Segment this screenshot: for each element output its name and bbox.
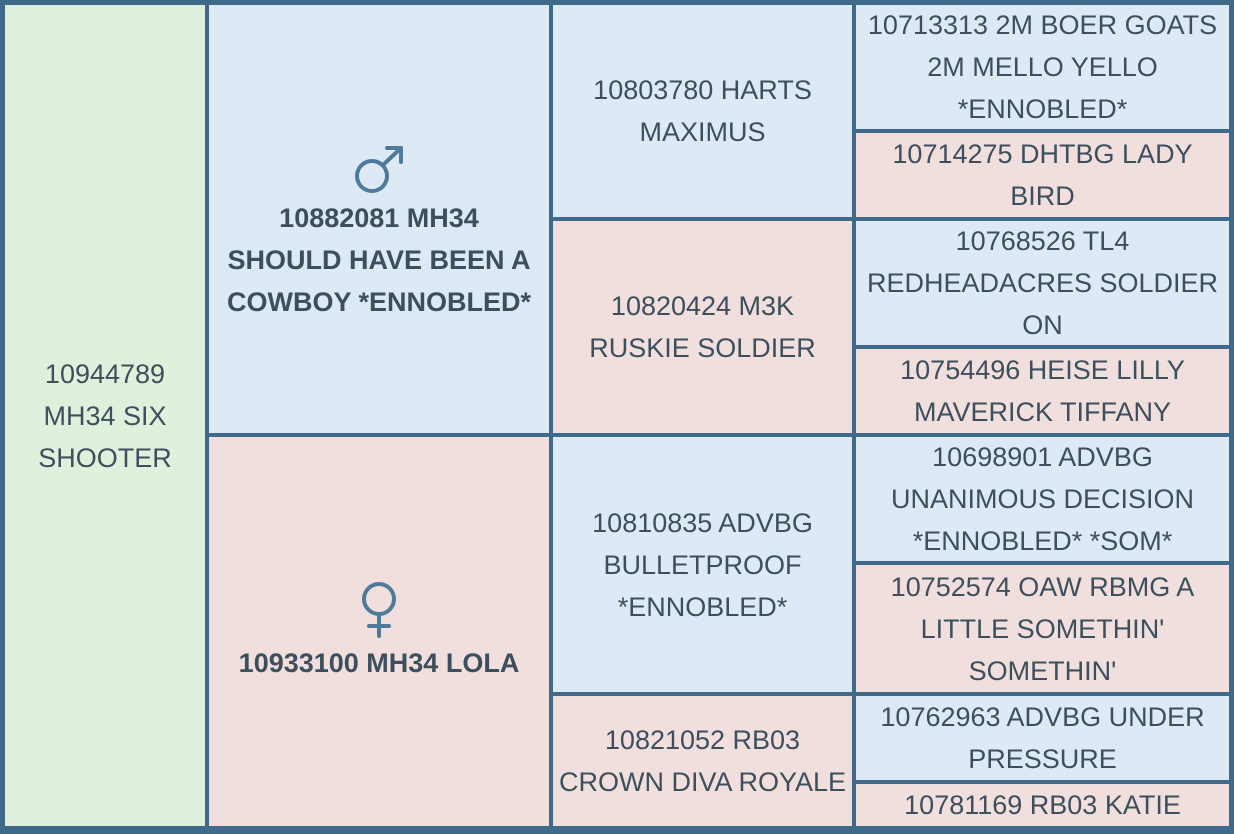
sire-dam-sire-name: 10768526 TL4 REDHEADACRES SOLDIER ON [866,226,1219,340]
sire-sire-sire-cell: 10713313 2M BOER GOATS 2M MELLO YELLO *E… [856,5,1229,129]
sire-dam-dam-cell: 10754496 HEISE LILLY MAVERICK TIFFANY [856,349,1229,433]
dam-sire-cell: 10810835 ADVBG BULLETPROOF *ENNOBLED* [553,437,852,692]
sire-sire-name: 10803780 HARTS MAXIMUS [593,75,812,147]
dam-sire-sire-cell: 10698901 ADVBG UNANIMOUS DECISION *ENNOB… [856,437,1229,561]
dam-dam-cell: 10821052 RB03 CROWN DIVA ROYALE [553,696,852,826]
sire-sire-sire-name: 10713313 2M BOER GOATS 2M MELLO YELLO *E… [867,10,1218,124]
dam-sire-dam-cell: 10752574 OAW RBMG A LITTLE SOMETHIN' SOM… [856,565,1229,692]
subject-cell: 10944789 MH34 SIX SHOOTER [5,5,205,826]
dam-dam-dam-name: 10781169 RB03 KATIE [904,790,1181,820]
dam-dam-sire-name: 10762963 ADVBG UNDER PRESSURE [880,702,1205,774]
sire-name: 10882081 MH34 SHOULD HAVE BEEN A COWBOY … [226,203,532,317]
sire-sire-cell: 10803780 HARTS MAXIMUS [553,5,852,217]
sire-dam-dam-name: 10754496 HEISE LILLY MAVERICK TIFFANY [900,355,1185,427]
dam-name: 10933100 MH34 LOLA [238,647,520,678]
dam-dam-sire-cell: 10762963 ADVBG UNDER PRESSURE [856,696,1229,780]
dam-dam-dam-cell: 10781169 RB03 KATIE [856,784,1229,826]
dam-sire-dam-name: 10752574 OAW RBMG A LITTLE SOMETHIN' SOM… [890,571,1195,686]
sire-dam-name: 10820424 M3K RUSKIE SOLDIER [589,291,816,363]
sire-cell: 10882081 MH34 SHOULD HAVE BEEN A COWBOY … [209,5,549,433]
male-icon [352,143,406,197]
dam-cell: 10933100 MH34 LOLA [209,437,549,826]
dam-sire-sire-name: 10698901 ADVBG UNANIMOUS DECISION *ENNOB… [890,442,1195,556]
dam-dam-name: 10821052 RB03 CROWN DIVA ROYALE [558,725,847,797]
sire-sire-dam-name: 10714275 DHTBG LADY BIRD [892,139,1193,211]
dam-sire-name: 10810835 ADVBG BULLETPROOF *ENNOBLED* [592,507,813,622]
sire-dam-cell: 10820424 M3K RUSKIE SOLDIER [553,221,852,433]
sire-sire-dam-cell: 10714275 DHTBG LADY BIRD [856,133,1229,217]
subject-name: 10944789 MH34 SIX SHOOTER [38,358,172,473]
sire-dam-sire-cell: 10768526 TL4 REDHEADACRES SOLDIER ON [856,221,1229,345]
female-icon [357,580,401,640]
